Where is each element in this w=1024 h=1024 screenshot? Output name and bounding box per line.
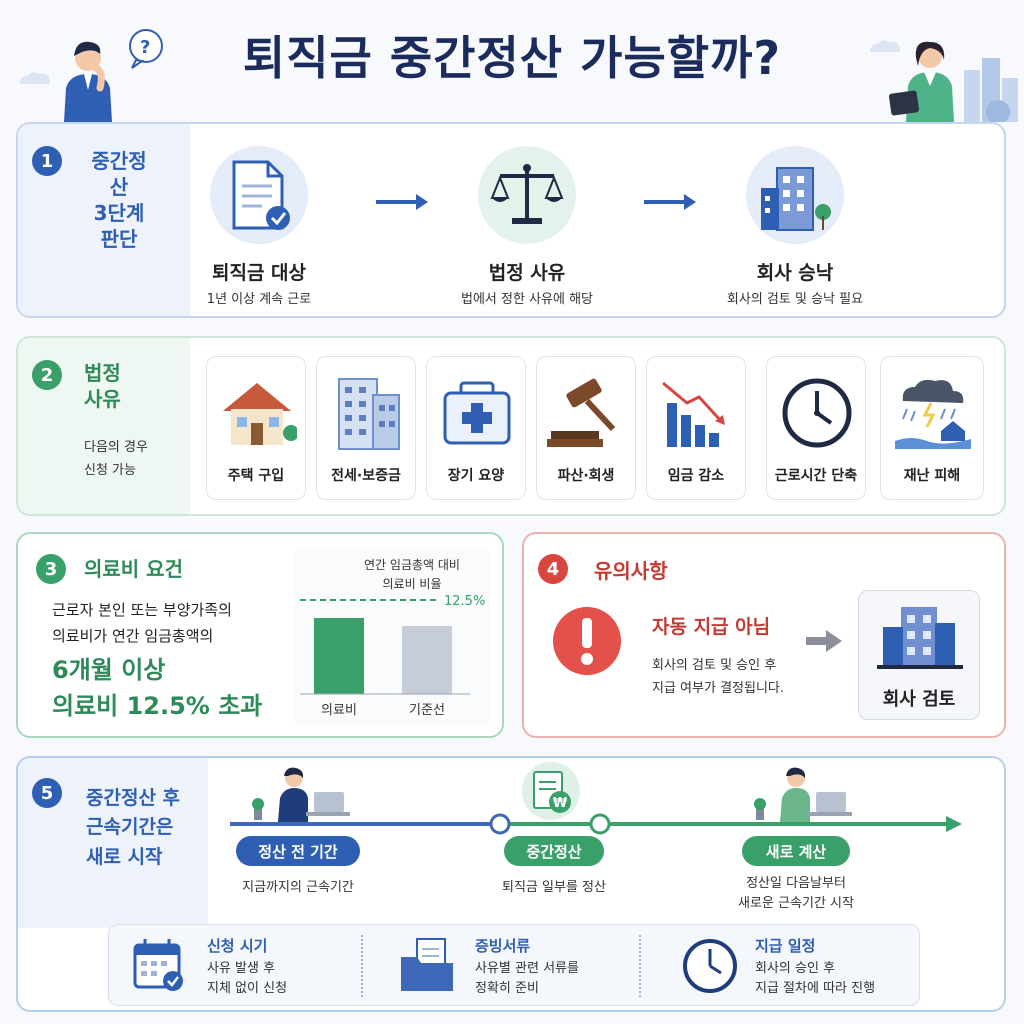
question-mark: ? xyxy=(140,37,150,58)
house-icon xyxy=(223,383,297,445)
folder-document-icon xyxy=(401,938,453,991)
reason-label: 근로시간 단축 xyxy=(774,468,858,484)
page-title: 퇴직금 중간정산 가능할까? xyxy=(242,31,782,85)
category-label: 기준선 xyxy=(409,703,445,718)
category-label: 의료비 xyxy=(321,703,357,718)
divider xyxy=(361,935,363,997)
declining-chart-icon xyxy=(662,381,725,447)
timeline-label: 중간정산 xyxy=(504,836,604,866)
building-icon xyxy=(877,607,963,669)
section-number: 1 xyxy=(32,146,62,176)
section-number: 4 xyxy=(538,554,568,584)
step-desc: 회사의 검토 및 승낙 필요 xyxy=(726,292,864,307)
timeline-desc: 정산일 다음날부터 새로운 근속기간 시작 xyxy=(738,876,854,911)
clock-icon xyxy=(683,939,737,993)
threshold-label: 12.5% xyxy=(444,594,485,609)
step-title: 퇴직금 대상 xyxy=(211,262,306,284)
arrow-right-icon xyxy=(374,192,430,216)
info-title: 증빙서류 xyxy=(475,937,531,955)
section-title: 유의사항 xyxy=(594,559,668,583)
timeline-desc: 퇴직금 일부를 정산 xyxy=(502,880,606,895)
reason-card: 임금 감소 xyxy=(646,356,746,500)
clock-icon xyxy=(782,378,852,448)
section-three-step-check: 1 중간정산 3단계 판단 퇴직금 대상 1년 이상 계속 근로 xyxy=(16,122,1006,318)
info-desc: 사유별 관련 서류를 정확히 준비 xyxy=(475,961,579,997)
section-medical-requirement: 3 의료비 요건 근로자 본인 또는 부양가족의 의료비가 연간 임금총액의 6… xyxy=(16,532,504,738)
reason-label: 파산·회생 xyxy=(557,468,615,484)
divider xyxy=(639,935,641,997)
info-desc: 사유 발생 후 지체 없이 신청 xyxy=(207,961,288,997)
section-number: 2 xyxy=(32,360,62,390)
reason-label: 장기 요양 xyxy=(447,468,505,484)
thinking-man-illustration: ? xyxy=(56,28,166,122)
exclamation-icon xyxy=(552,606,622,680)
reason-label: 재난 피해 xyxy=(903,468,961,484)
reason-card: 주택 구입 xyxy=(206,356,306,500)
medical-kit-icon xyxy=(443,381,511,445)
chart-title: 연간 임금총액 대비 의료비 비율 xyxy=(364,558,460,592)
section-number: 5 xyxy=(32,778,62,808)
section-title: 중간정산 후 근속기간은 새로 시작 xyxy=(86,787,181,868)
warning-desc: 회사의 검토 및 승인 후 지급 여부가 결정됩니다. xyxy=(652,658,784,697)
section-desc: 근로자 본인 또는 부양가족의 의료비가 연간 임금총액의 xyxy=(52,601,232,645)
cloud-decoration xyxy=(866,38,906,54)
warning-title: 자동 지급 아님 xyxy=(652,616,771,638)
step-title: 회사 승낙 xyxy=(756,262,834,284)
reason-card: 장기 요양 xyxy=(426,356,526,500)
scale-icon xyxy=(478,146,576,244)
reason-label: 임금 감소 xyxy=(667,468,725,484)
section-title: 중간정산 3단계 판단 xyxy=(91,149,147,251)
section-caution: 4 유의사항 자동 지급 아님 회사의 검토 및 승인 후 지급 여부가 결정됩… xyxy=(522,532,1006,738)
arrow-right-icon xyxy=(806,630,844,656)
timeline-label: 정산 전 기간 xyxy=(236,836,360,866)
bar xyxy=(402,626,452,694)
section-number: 3 xyxy=(36,554,66,584)
document-won-icon: ₩ xyxy=(516,762,586,820)
reason-label: 주택 구입 xyxy=(227,468,285,484)
section-new-tenure: 5 중간정산 후 근속기간은 새로 시작 xyxy=(16,756,1006,1012)
timeline-label: 새로 계산 xyxy=(742,836,850,866)
section-desc: 다음의 경우 신청 가능 xyxy=(84,440,148,479)
info-desc: 회사의 승인 후 지급 절차에 따라 진행 xyxy=(755,961,876,997)
building-icon xyxy=(746,146,844,244)
document-check-icon xyxy=(210,146,308,244)
info-title: 신청 시기 xyxy=(207,937,268,955)
reason-card: 근로시간 단축 xyxy=(766,356,866,500)
ratio-chart: 연간 임금총액 대비 의료비 비율 12.5% 의료비 기준선 xyxy=(294,550,490,726)
step-title: 법정 사유 xyxy=(488,262,566,284)
storm-icon xyxy=(895,379,971,449)
arrow-right-icon xyxy=(642,192,698,216)
timeline xyxy=(230,808,970,838)
reason-card: 파산·회생 xyxy=(536,356,636,500)
reason-card: 전세·보증금 xyxy=(316,356,416,500)
section-title: 법정 사유 xyxy=(84,361,121,411)
reason-card: 재난 피해 xyxy=(880,356,984,500)
woman-tablet-illustration xyxy=(884,36,964,122)
highlight-text: 6개월 이상 의료비 12.5% 초과 xyxy=(52,656,263,720)
company-review-box: 회사 검토 xyxy=(858,590,980,720)
section-title: 의료비 요건 xyxy=(84,557,183,581)
bar xyxy=(314,618,364,694)
worker-illustration xyxy=(748,764,858,822)
step-desc: 법에서 정한 사유에 해당 xyxy=(461,292,593,307)
apartment-icon xyxy=(338,378,400,450)
cloud-decoration xyxy=(16,70,56,86)
info-strip: 신청 시기 사유 발생 후 지체 없이 신청 증빙서류 사유별 관련 서류를 정… xyxy=(108,924,920,1006)
timeline-desc: 지금까지의 근속기간 xyxy=(242,880,354,895)
calendar-check-icon xyxy=(133,939,183,991)
worker-illustration xyxy=(246,764,356,822)
gavel-icon xyxy=(547,378,616,447)
company-review-label: 회사 검토 xyxy=(882,689,956,710)
info-title: 지급 일정 xyxy=(755,937,816,955)
step-desc: 1년 이상 계속 근로 xyxy=(206,292,312,307)
reason-label: 전세·보증금 xyxy=(331,468,401,484)
cityscape-decoration xyxy=(958,52,1024,124)
svg-text:₩: ₩ xyxy=(553,796,568,811)
section-legal-reasons: 2 법정 사유 다음의 경우 신청 가능 주택 구입 xyxy=(16,336,1006,516)
